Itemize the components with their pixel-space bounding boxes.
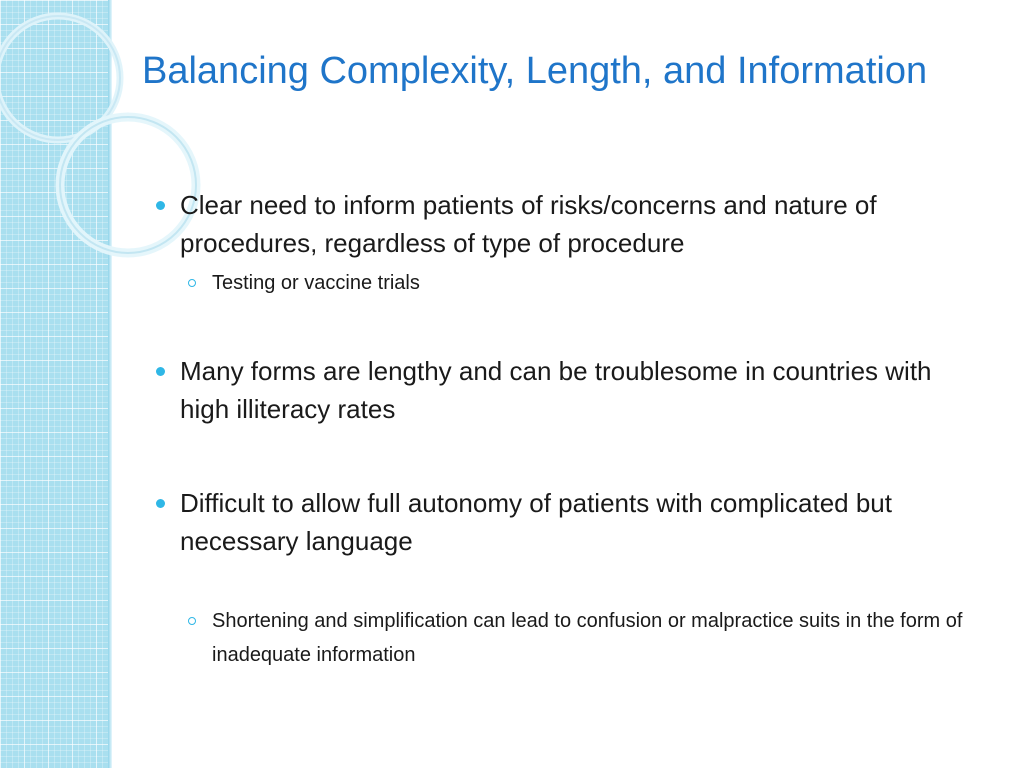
spacer xyxy=(150,300,980,352)
bullet-text: Many forms are lengthy and can be troubl… xyxy=(180,356,932,424)
slide-title: Balancing Complexity, Length, and Inform… xyxy=(142,50,928,92)
hollow-circle-bullet-icon xyxy=(188,279,196,287)
bullet-list: Clear need to inform patients of risks/c… xyxy=(150,186,980,672)
sub-bullet-text: Testing or vaccine trials xyxy=(212,272,420,294)
bullet-item: Difficult to allow full autonomy of pati… xyxy=(150,484,980,560)
sub-bullet-item: Testing or vaccine trials xyxy=(150,266,980,300)
spacer xyxy=(150,560,980,604)
side-strip-edge xyxy=(108,0,112,768)
spacer xyxy=(150,428,980,484)
bullet-text: Difficult to allow full autonomy of pati… xyxy=(180,488,892,556)
hollow-circle-bullet-icon xyxy=(188,617,196,625)
bullet-text: Clear need to inform patients of risks/c… xyxy=(180,190,877,258)
filled-circle-bullet-icon xyxy=(156,367,165,376)
bullet-item: Many forms are lengthy and can be troubl… xyxy=(150,352,980,428)
sub-bullet-item: Shortening and simplification can lead t… xyxy=(150,604,980,672)
filled-circle-bullet-icon xyxy=(156,201,165,210)
sub-bullet-text: Shortening and simplification can lead t… xyxy=(212,610,963,666)
filled-circle-bullet-icon xyxy=(156,499,165,508)
decorative-rings-icon xyxy=(0,12,201,258)
bullet-item: Clear need to inform patients of risks/c… xyxy=(150,186,980,262)
